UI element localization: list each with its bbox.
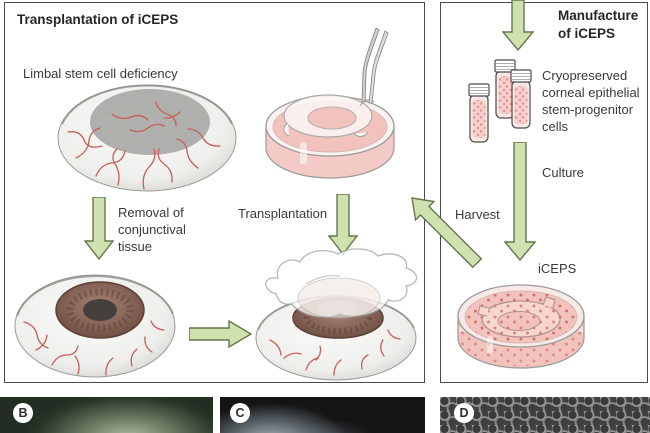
transplantation-box-title: Transplantation of iCEPS bbox=[17, 12, 179, 27]
panel-letter: B bbox=[18, 406, 28, 420]
panel-letter: C bbox=[235, 406, 245, 420]
forceps-icon bbox=[361, 28, 389, 104]
cultured-cell-sheet bbox=[477, 296, 561, 338]
manufacture-title-line: Manufacture bbox=[558, 8, 639, 23]
manufacture-title-line: of iCEPS bbox=[558, 26, 616, 41]
panel-label-b: B bbox=[13, 403, 33, 423]
manufacture-box-title: Manufacture of iCEPS bbox=[558, 7, 638, 43]
removal-label-line: Removal of bbox=[118, 205, 184, 220]
harvest-arrow bbox=[411, 197, 483, 269]
photo-panel-b: B bbox=[0, 397, 213, 433]
floating-cell-sheet bbox=[283, 94, 375, 138]
culture-label: Culture bbox=[542, 165, 584, 180]
cryo-label-line: corneal epithelial bbox=[542, 85, 640, 100]
vessels bbox=[67, 101, 221, 190]
lscd-label: Limbal stem cell deficiency bbox=[23, 66, 178, 81]
cell-sheet-dish-illustration bbox=[265, 28, 395, 179]
transplantation-label: Transplantation bbox=[238, 206, 328, 221]
removal-label: Removal of conjunctival tissue bbox=[118, 204, 186, 255]
removal-label-line: conjunctival bbox=[118, 222, 186, 237]
removal-label-line: tissue bbox=[118, 239, 152, 254]
panel-label-c: C bbox=[230, 403, 250, 423]
vessels bbox=[269, 329, 401, 376]
cryo-label-line: Cryopreserved bbox=[542, 68, 628, 83]
pupil bbox=[83, 299, 117, 321]
culture-arrow bbox=[504, 142, 536, 262]
eye-progression-arrow bbox=[189, 320, 253, 348]
cryo-label-line: stem-progenitor bbox=[542, 102, 634, 117]
panel-letter: D bbox=[459, 406, 469, 420]
iceps-label: iCEPS bbox=[538, 261, 577, 276]
iceps-dish-illustration bbox=[457, 284, 585, 369]
photo-panel-d: D bbox=[440, 397, 650, 433]
cell-mosaic-texture bbox=[440, 397, 650, 433]
cryo-label-line: cells bbox=[542, 119, 569, 134]
eye-removed-conjunctiva-illustration bbox=[14, 274, 176, 378]
vessels bbox=[23, 320, 165, 376]
panel-label-d: D bbox=[454, 403, 474, 423]
cryovials-illustration bbox=[468, 59, 532, 143]
photo-panel-c: C bbox=[220, 397, 425, 433]
removal-arrow bbox=[84, 197, 114, 261]
eye-with-sheet-illustration bbox=[255, 248, 418, 381]
cryo-cells-label: Cryopreserved corneal epithelial stem-pr… bbox=[542, 67, 640, 135]
transplant-arrow bbox=[328, 194, 358, 256]
harvest-label: Harvest bbox=[455, 207, 500, 222]
eye-lscd-illustration bbox=[57, 84, 237, 192]
supply-arrow bbox=[502, 0, 534, 52]
